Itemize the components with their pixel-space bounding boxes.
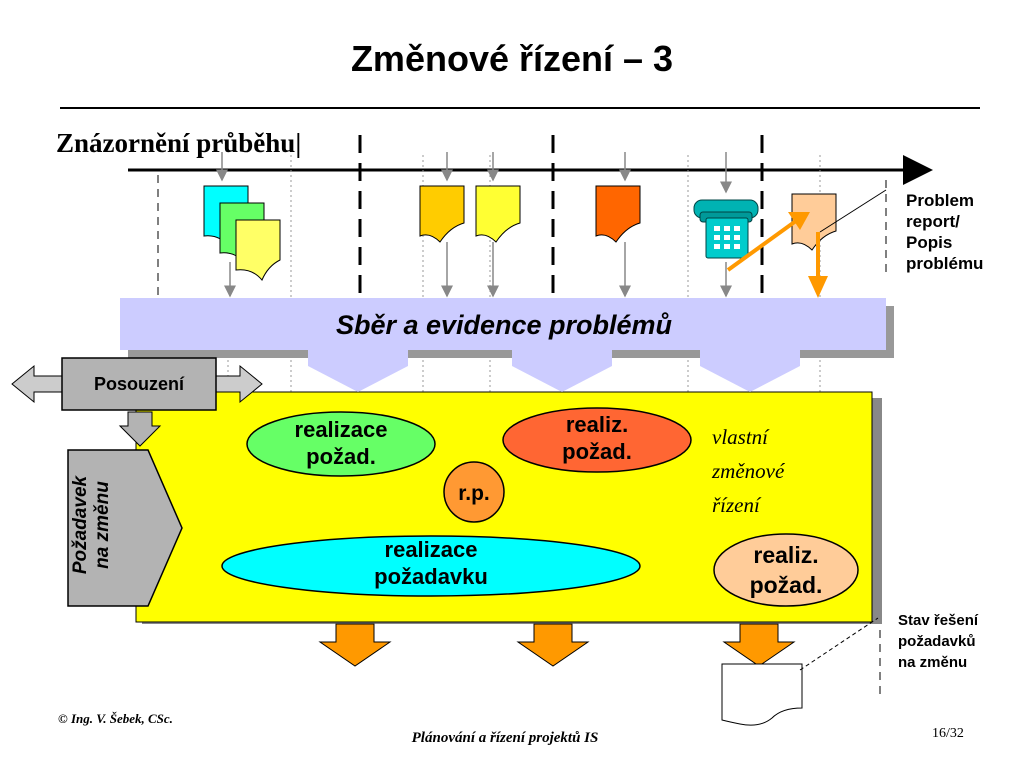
pozadavek-shape	[67, 449, 183, 607]
oval-realiz-pozad-peach-label: realiz.požad.	[749, 542, 823, 598]
output-arrows	[318, 623, 796, 667]
oval-realizace-pozadavku	[221, 535, 641, 597]
document-icon	[595, 185, 641, 243]
problem-report-arrows	[726, 212, 828, 298]
footer-course: Plánování a řízení projektů IS	[411, 730, 599, 746]
status-label: Stav řešení požadavků na změnu	[898, 612, 979, 671]
footer-author: © Ing. V. Šebek, CSc.	[58, 711, 173, 726]
document-icon	[475, 185, 521, 243]
oval-realiz-pozad-peach	[713, 533, 859, 607]
bar-down-arrows	[308, 350, 800, 392]
status-callout-line	[799, 617, 879, 671]
oval-realizace-pozad	[246, 411, 436, 477]
input-arrows	[216, 152, 732, 298]
document-icon	[721, 663, 803, 726]
report-callout-line	[819, 189, 887, 233]
oval-rp-label: r.p.	[458, 482, 490, 505]
collection-bar	[120, 298, 886, 350]
document-icon	[791, 193, 837, 251]
pozadavek-label: Požadavek na změnu	[70, 475, 113, 575]
posouzeni-label: Posouzení	[93, 374, 184, 394]
text-cursor: |	[295, 128, 302, 158]
page-number: 16/32	[932, 726, 964, 741]
oval-realiz-pozad-orange-label: realiz.požad.	[562, 412, 632, 464]
posouzeni-box	[61, 357, 217, 411]
oval-realiz-pozad-orange	[502, 407, 692, 473]
problem-report-label: Problem report/ Popis problému	[906, 191, 984, 273]
posouzeni-down-arrow	[118, 411, 162, 447]
slide-title: Změnové řízení – 3	[350, 38, 674, 79]
vlastni-zmenove-rizeni-label: vlastní změnové řízení	[712, 425, 785, 517]
collection-bar-label: Sběr a evidence problémů	[335, 310, 673, 340]
document-icon	[235, 219, 281, 281]
telephone-icon	[693, 199, 759, 259]
oval-rp	[443, 461, 505, 523]
subtitle: Znázornění průběhu|	[56, 128, 302, 158]
document-icon	[419, 185, 465, 243]
